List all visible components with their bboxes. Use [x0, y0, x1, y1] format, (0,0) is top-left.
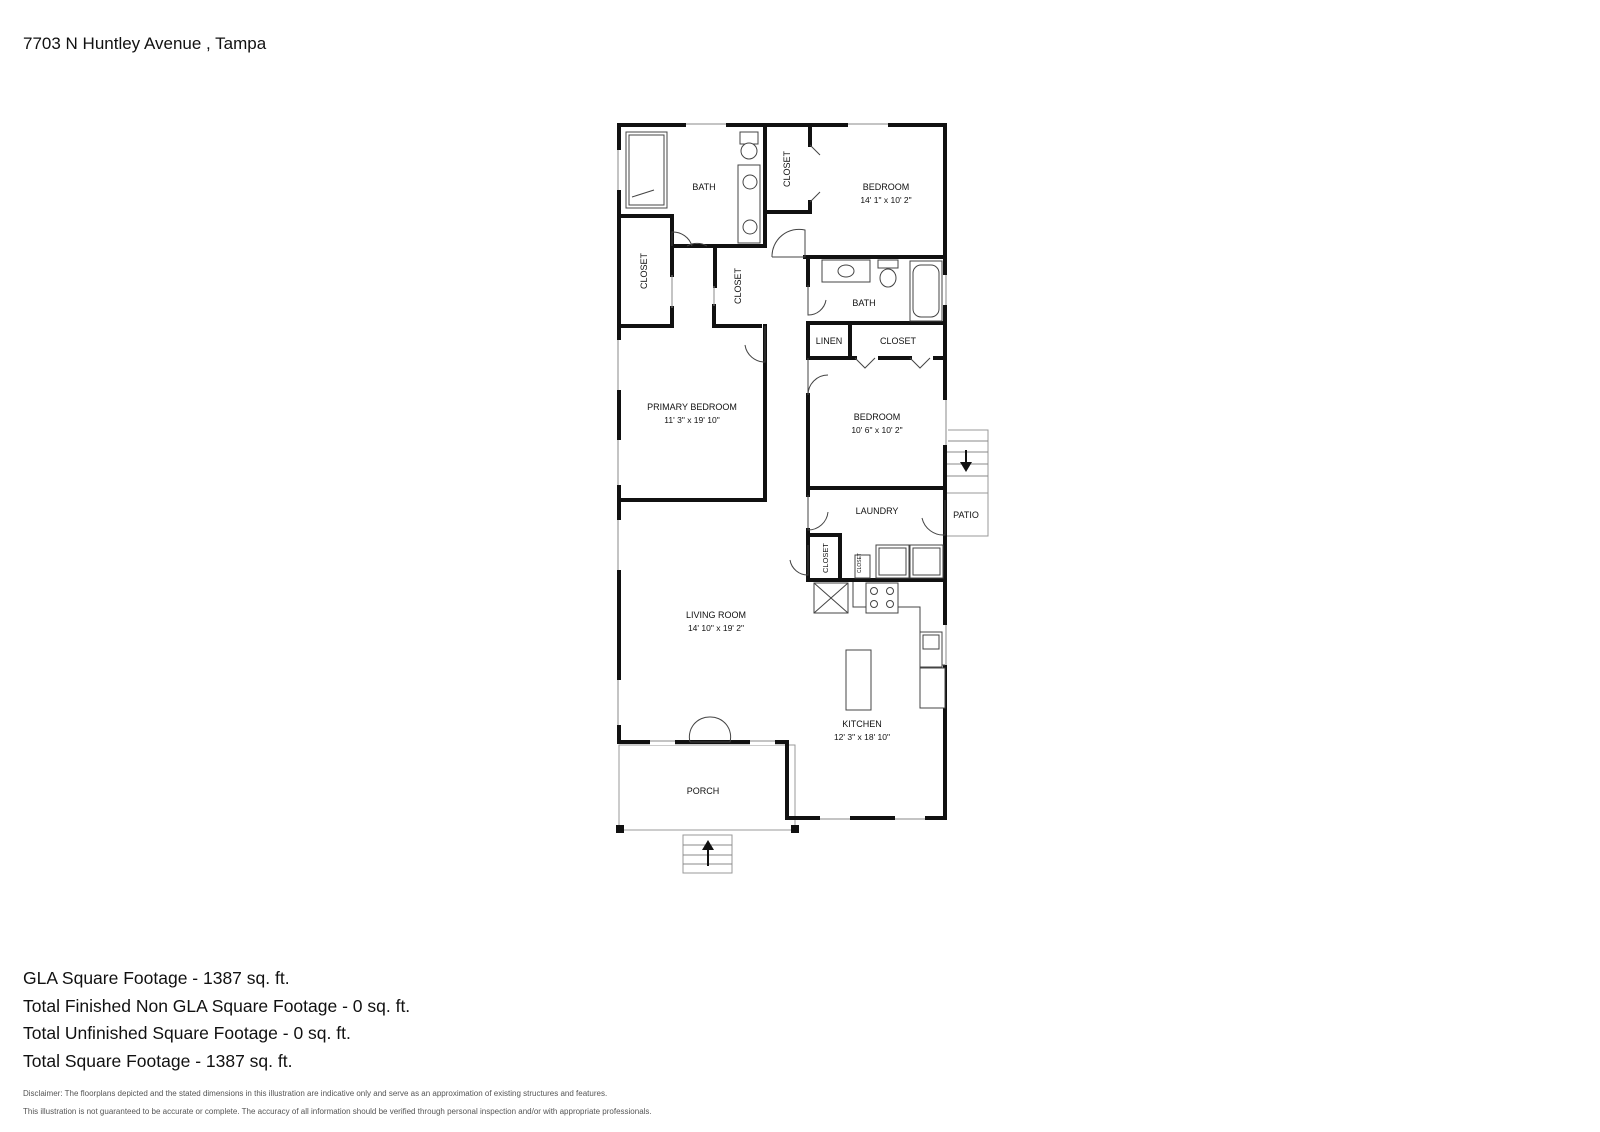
label-linen: LINEN	[816, 336, 843, 346]
kitchen-counters-icon	[813, 582, 946, 709]
label-living-room: LIVING ROOM	[686, 610, 746, 620]
toilet-bath2-icon	[877, 259, 899, 288]
dims-living-room: 14' 10" x 19' 2"	[688, 623, 744, 633]
dims-kitchen: 12' 3" x 18' 10"	[834, 732, 890, 742]
bathtub-bath2-icon	[909, 260, 943, 322]
dims-bedroom-2: 10' 6" x 10' 2"	[851, 425, 902, 435]
label-kitchen: KITCHEN	[842, 719, 882, 729]
disclaimer: Disclaimer: The floorplans depicted and …	[23, 1085, 652, 1120]
toilet-primary-icon	[739, 131, 759, 160]
label-closet-top: CLOSET	[782, 150, 792, 187]
label-closet-small: CLOSET	[857, 553, 863, 573]
gla-square-footage: GLA Square Footage - 1387 sq. ft.	[23, 968, 290, 988]
label-bath-primary: BATH	[692, 182, 715, 192]
double-vanity-icon	[737, 164, 761, 244]
total-square-footage: Total Square Footage - 1387 sq. ft.	[23, 1050, 293, 1071]
patio-arrow-icon	[960, 450, 972, 472]
interior-walls	[617, 123, 947, 820]
label-closet-primary-b: CLOSET	[733, 267, 743, 304]
label-closet-primary-a: CLOSET	[639, 252, 649, 289]
windows	[616, 122, 948, 821]
label-bath-2: BATH	[852, 298, 875, 308]
finished-non-gla-square-footage: Total Finished Non GLA Square Footage - …	[23, 995, 411, 1016]
label-patio: PATIO	[953, 510, 979, 520]
porch-area	[616, 744, 799, 833]
patio-area	[944, 492, 989, 537]
room-labels: BATH CLOSET BEDROOM 14' 1" x 10' 2" CLOS…	[639, 150, 979, 796]
disclaimer-line-2: This illustration is not guaranteed to b…	[23, 1106, 652, 1116]
dims-bedroom-1: 14' 1" x 10' 2"	[860, 195, 911, 205]
disclaimer-line-1: Disclaimer: The floorplans depicted and …	[23, 1089, 608, 1098]
label-closet-laundry: CLOSET	[821, 543, 830, 573]
entry-arrow-icon	[702, 840, 714, 866]
label-porch: PORCH	[687, 786, 720, 796]
label-bedroom-1: BEDROOM	[863, 182, 910, 192]
doors	[671, 144, 946, 743]
kitchen-island	[845, 649, 872, 711]
square-footage-summary: GLA Square Footage - 1387 sq. ft. Total …	[23, 965, 410, 1075]
property-address: 7703 N Huntley Avenue , Tampa	[23, 34, 267, 53]
label-laundry: LAUNDRY	[856, 506, 899, 516]
label-primary-bedroom: PRIMARY BEDROOM	[647, 402, 737, 412]
unfinished-square-footage: Total Unfinished Square Footage - 0 sq. …	[23, 1023, 351, 1043]
label-closet-hall: CLOSET	[880, 336, 917, 346]
sink-bath2-icon	[821, 259, 871, 283]
bathtub-primary-icon	[625, 131, 668, 209]
washer-dryer-icon	[854, 544, 944, 579]
label-bedroom-2: BEDROOM	[854, 412, 901, 422]
exterior-walls	[617, 123, 947, 820]
dims-primary-bedroom: 11' 3" x 19' 10"	[664, 415, 719, 425]
